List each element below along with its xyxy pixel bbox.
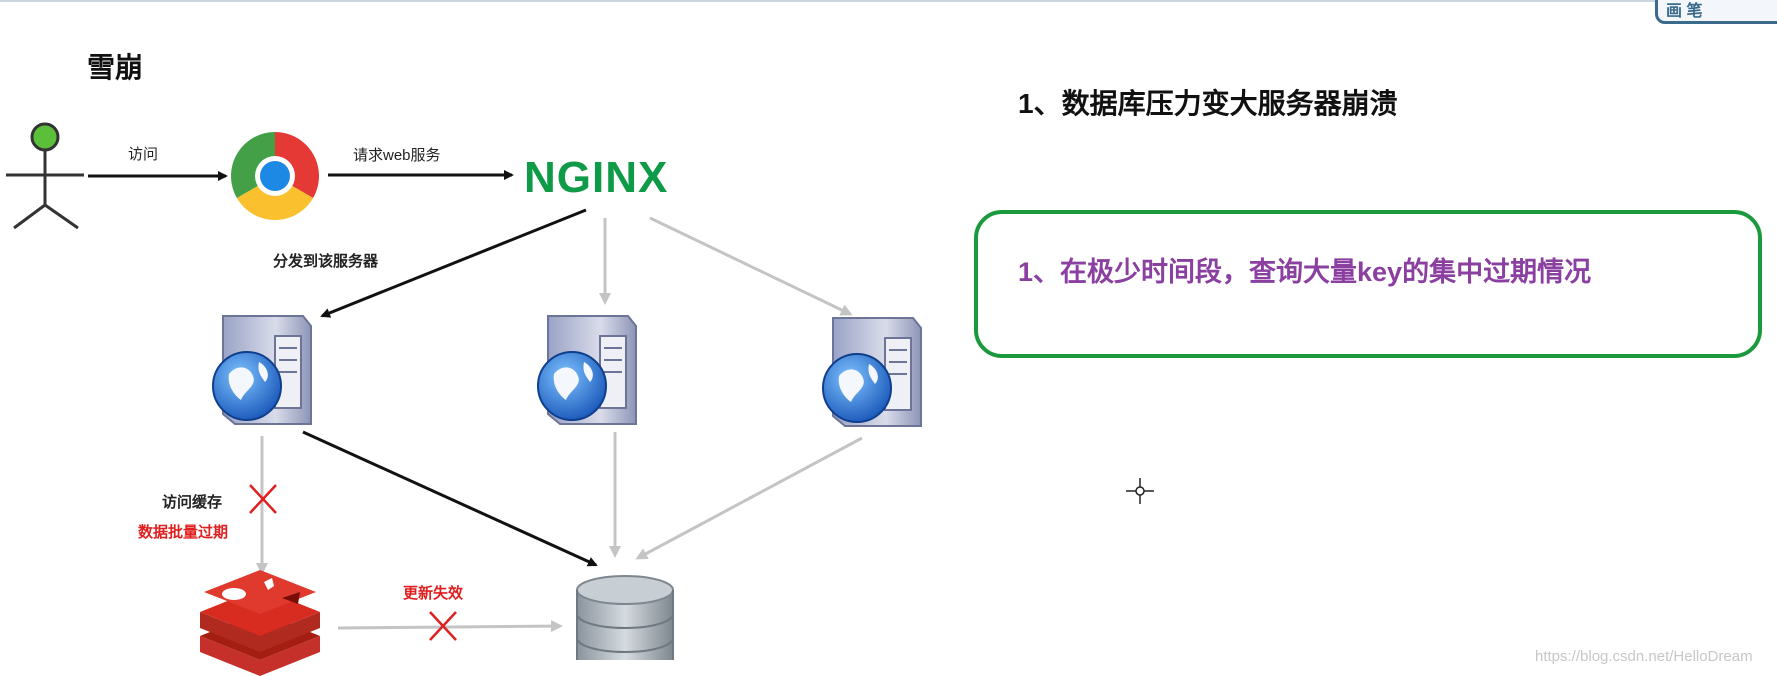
label-dispatch: 分发到该服务器 [273,253,379,270]
server-icon-3 [822,317,922,427]
redis-icon [200,570,320,676]
label-visit: 访问 [128,146,159,163]
highlight-box: 1、在极少时间段，查询大量key的集中过期情况 [974,210,1762,358]
highlight-text: 1、在极少时间段，查询大量key的集中过期情况 [1018,257,1592,287]
pen-button[interactable]: 画 笔 [1655,0,1777,24]
arrow-server3-db [635,436,863,560]
label-batch-expire: 数据批量过期 [138,524,229,541]
watermark: https://blog.csdn.net/HelloDream [1535,648,1753,665]
page-title: 雪崩 [87,52,144,83]
server-icon-1 [212,315,312,425]
nginx-logo: NGINX [524,153,668,202]
pen-button-label: 画 笔 [1666,3,1703,20]
server-icon-2 [537,315,637,425]
cache-fail-x-icon [249,484,277,514]
note-heading: 1、数据库压力变大服务器崩溃 [1018,88,1398,119]
crosshair-cursor-icon [1126,478,1154,504]
arrow-redis-db [337,620,563,633]
user-icon [6,122,84,230]
arrow-nginx-server3 [649,216,853,316]
chrome-icon [231,132,319,220]
update-fail-x-icon [429,611,457,641]
label-access-cache: 访问缓存 [162,494,223,511]
label-request-web: 请求web服务 [353,147,441,164]
arrow-dispatch [320,208,587,318]
arrow-server1-db [302,430,598,567]
top-divider [0,0,1777,2]
database-icon [576,575,674,660]
label-update-fail: 更新失效 [403,585,464,602]
